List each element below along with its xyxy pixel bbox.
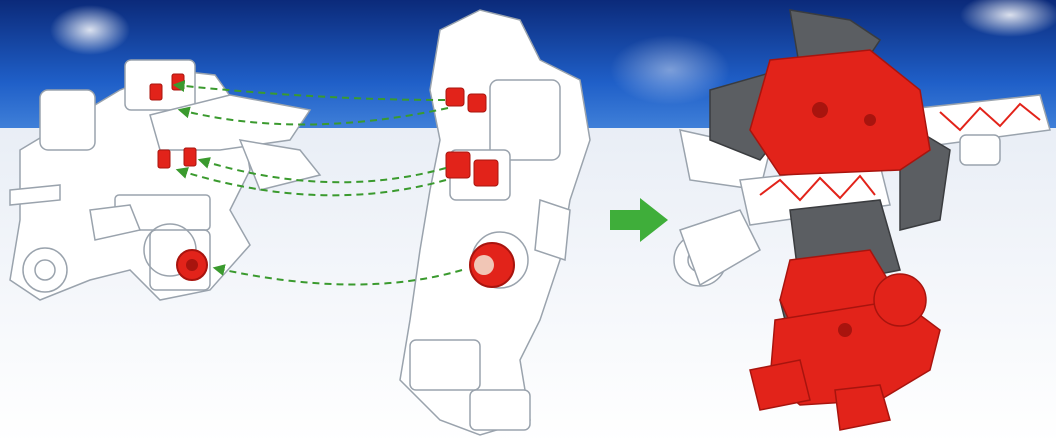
light-flare (50, 5, 130, 55)
